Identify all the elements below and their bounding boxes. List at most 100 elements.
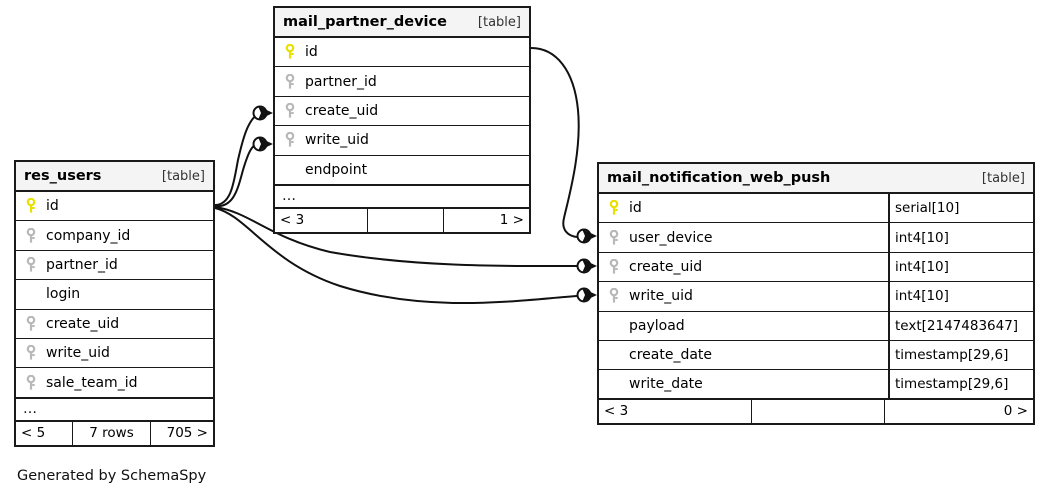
column-name: company_id	[46, 227, 131, 244]
table-mail_partner_device[interactable]: mail_partner_device [table] id partner_i…	[273, 6, 531, 234]
table-row[interactable]: login	[16, 280, 213, 310]
foreign-key-icon	[606, 258, 622, 275]
column-cell: create_uid	[16, 310, 213, 338]
column-name: write_uid	[305, 132, 369, 149]
table-type-tag: [table]	[161, 168, 205, 184]
incoming-relationship-count[interactable]: < 5	[21, 425, 46, 442]
table-row[interactable]: create_uid	[16, 310, 213, 339]
column-cell: write_uid	[16, 339, 213, 367]
column-name: login	[46, 286, 81, 303]
table-row[interactable]: sale_team_id	[16, 368, 213, 398]
column-cell: write_uid	[275, 126, 529, 154]
column-cell: partner_id	[16, 251, 213, 279]
incoming-relationship-count[interactable]: < 3	[280, 212, 305, 229]
column-cell: create_date	[599, 341, 888, 369]
foreign-key-icon	[23, 315, 39, 332]
foreign-key-icon	[282, 73, 298, 90]
row-count	[367, 208, 444, 232]
column-type: timestamp[29,6]	[888, 370, 1033, 398]
table-row[interactable]: write_uid	[275, 126, 529, 156]
foreign-key-icon	[282, 102, 298, 119]
generated-by-credit: Generated by SchemaSpy	[17, 468, 207, 484]
table-title: mail_partner_device	[283, 14, 447, 30]
column-type: serial[10]	[888, 194, 1033, 223]
row-count	[751, 399, 885, 423]
table-row[interactable]: write_uid int4[10]	[599, 282, 1033, 312]
column-cell: write_date	[599, 370, 888, 397]
table-row[interactable]: create_uid	[275, 97, 529, 127]
column-cell: login	[16, 280, 213, 308]
outgoing-relationship-count[interactable]: 705 >	[166, 425, 208, 442]
foreign-key-icon	[23, 374, 39, 391]
column-cell: write_uid	[599, 282, 888, 310]
column-type: timestamp[29,6]	[888, 340, 1033, 370]
table-row[interactable]: payload text[2147483647]	[599, 311, 1033, 341]
column-name: create_date	[629, 347, 713, 364]
column-name: id	[629, 200, 642, 217]
column-name: create_uid	[305, 102, 379, 119]
column-cell: partner_id	[275, 67, 529, 95]
table-res_users[interactable]: res_users [table] id company_id	[14, 160, 215, 447]
table-row[interactable]: id serial[10]	[599, 194, 1033, 224]
relationship-arrowhead	[582, 288, 597, 302]
table-header-mail_notification_web_push: mail_notification_web_push [table]	[599, 164, 1033, 194]
column-name: create_uid	[46, 315, 120, 332]
column-cell: create_uid	[275, 97, 529, 125]
column-name: write_uid	[46, 345, 110, 362]
column-type: int4[10]	[888, 252, 1033, 282]
outgoing-relationship-count[interactable]: 0 >	[1003, 403, 1028, 420]
table-row[interactable]: write_uid	[16, 339, 213, 369]
table-row[interactable]: create_date timestamp[29,6]	[599, 340, 1033, 371]
table-row[interactable]: partner_id	[16, 251, 213, 281]
table-row[interactable]: create_uid int4[10]	[599, 252, 1033, 283]
table-type-tag: [table]	[981, 170, 1025, 186]
column-name: user_device	[629, 229, 713, 246]
table-row[interactable]: id	[275, 38, 529, 68]
table-footer-res_users: < 5 7 rows 705 >	[16, 421, 213, 445]
more-columns-ellipsis[interactable]: …	[275, 184, 529, 209]
table-row[interactable]: user_device int4[10]	[599, 223, 1033, 253]
column-name: sale_team_id	[46, 374, 138, 391]
column-type: text[2147483647]	[888, 311, 1033, 340]
table-header-res_users: res_users [table]	[16, 162, 213, 192]
table-row[interactable]: company_id	[16, 221, 213, 251]
column-name: write_date	[629, 376, 703, 393]
outgoing-relationship-count[interactable]: 1 >	[499, 212, 524, 229]
table-title: res_users	[24, 168, 102, 184]
column-cell: endpoint	[275, 156, 529, 184]
incoming-relationship-count[interactable]: < 3	[604, 403, 629, 420]
relationship-marker-circle	[576, 258, 592, 274]
column-name: write_uid	[629, 288, 693, 305]
column-cell: company_id	[16, 221, 213, 249]
relationship-res_users-mail_partner_device-write_uid	[214, 142, 259, 208]
table-mail_notification_web_push[interactable]: mail_notification_web_push [table] id se…	[597, 162, 1035, 425]
foreign-key-icon	[23, 344, 39, 361]
foreign-key-icon	[282, 132, 298, 148]
relationship-arrowhead	[582, 259, 597, 273]
relationship-mail_partner_device-mail_notification_web_push-user_device	[530, 47, 580, 238]
table-type-tag: [table]	[477, 14, 521, 30]
relationship-arrowhead	[258, 137, 273, 151]
column-cell: id	[599, 194, 888, 222]
table-header-mail_partner_device: mail_partner_device [table]	[275, 8, 529, 38]
table-row[interactable]: endpoint	[275, 156, 529, 185]
table-row[interactable]: write_date timestamp[29,6]	[599, 370, 1033, 400]
relationship-marker-circle	[252, 105, 268, 121]
column-cell: user_device	[599, 223, 888, 251]
column-type: int4[10]	[888, 223, 1033, 252]
column-cell: id	[16, 192, 213, 220]
column-name: create_uid	[629, 258, 703, 275]
column-cell: payload	[599, 312, 888, 340]
more-columns-ellipsis[interactable]: …	[16, 397, 213, 422]
foreign-key-icon	[23, 227, 39, 244]
column-cell: sale_team_id	[16, 368, 213, 396]
relationship-marker-circle	[252, 136, 268, 152]
relationship-arrowhead	[258, 106, 273, 120]
relationship-arrowhead	[582, 229, 597, 243]
column-name: partner_id	[305, 73, 377, 90]
column-name: id	[305, 44, 318, 61]
table-row[interactable]: id	[16, 192, 213, 222]
table-row[interactable]: partner_id	[275, 67, 529, 97]
table-title: mail_notification_web_push	[607, 170, 831, 186]
column-type: int4[10]	[888, 282, 1033, 311]
